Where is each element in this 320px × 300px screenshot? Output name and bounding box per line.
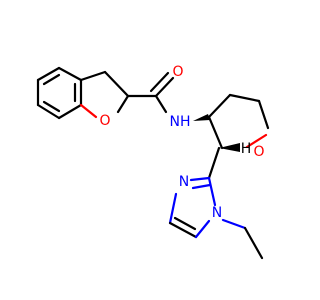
molecule-canvas: O O NH O N N H	[36, 64, 270, 260]
bond	[36, 66, 61, 82]
bond	[207, 146, 221, 180]
stereo-hydrogen-label: H	[241, 141, 252, 157]
bond	[57, 103, 83, 120]
wedge-bond	[219, 143, 240, 152]
bond	[194, 219, 211, 239]
benzofuran-oxygen-label: O	[99, 113, 110, 129]
bond	[207, 93, 232, 119]
bond	[116, 94, 130, 114]
bond	[207, 115, 224, 150]
amide-nitrogen-label: NH	[170, 114, 191, 130]
bond	[221, 218, 247, 230]
carbonyl-oxygen-label: O	[172, 64, 183, 80]
bond	[168, 221, 198, 239]
bond	[36, 103, 61, 120]
bond	[154, 76, 175, 98]
bond	[228, 93, 261, 103]
double-bond	[191, 183, 212, 190]
bond	[79, 103, 98, 119]
imidazole-n1-label: N	[212, 205, 222, 221]
atom-labels: O O NH O N N H	[99, 64, 264, 221]
double-bond	[42, 100, 61, 113]
bond	[103, 70, 130, 98]
imidazole-ring	[168, 176, 217, 239]
bond	[154, 94, 168, 114]
bond	[189, 176, 211, 182]
tetrahydropyran-ring	[207, 93, 270, 150]
bond	[79, 70, 107, 82]
double-bond	[173, 216, 197, 231]
bond	[245, 133, 268, 149]
imidazole-n3-label: N	[179, 174, 189, 190]
molecule-structure: O O NH O N N H	[36, 64, 270, 260]
bond	[257, 99, 270, 130]
double-bond	[149, 71, 170, 93]
bond	[243, 226, 264, 260]
dihydrofuran-ring	[79, 70, 130, 119]
double-bond	[42, 73, 61, 86]
pyran-oxygen-label: O	[253, 144, 264, 160]
carbonyl-group	[126, 71, 175, 114]
bond	[168, 192, 178, 225]
ethyl-group	[221, 218, 264, 260]
benzene-ring	[36, 66, 83, 120]
bond	[207, 176, 217, 207]
bond	[57, 66, 83, 82]
wedge-bond	[193, 114, 210, 121]
